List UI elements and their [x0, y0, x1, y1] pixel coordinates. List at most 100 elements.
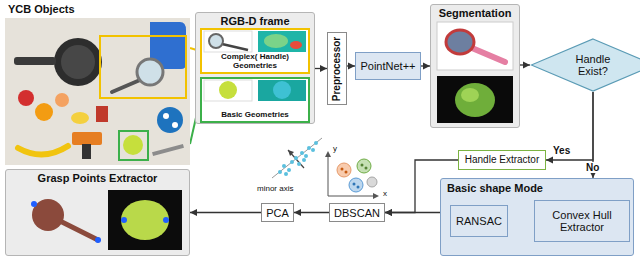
process-box: Preprocessor — [327, 32, 347, 105]
grasp-images — [31, 190, 182, 250]
process-box: DBSCAN — [329, 203, 385, 222]
decision-diamond: Handle Exist? — [530, 38, 640, 92]
photo-panel: YCB Objects — [5, 18, 190, 165]
plot-label-holder: x — [382, 189, 388, 198]
arrow-head — [385, 209, 392, 216]
connector — [294, 209, 329, 216]
pca-scatter-part — [287, 168, 291, 172]
segmentation-images-part — [461, 88, 479, 102]
objects-photo-part — [18, 90, 34, 106]
plot-label-holder: minor axis — [256, 184, 294, 193]
dbscan-scatter-part — [328, 154, 329, 196]
network-box: PointNet++ — [355, 52, 421, 80]
grasp-images-part — [32, 199, 64, 231]
connector — [546, 92, 593, 164]
grasp-images-part — [62, 222, 98, 240]
objects-photo-part — [35, 103, 53, 121]
grasp-images-part — [31, 201, 37, 207]
objects-photo-part — [157, 107, 183, 133]
rgbd-images-part — [222, 44, 248, 50]
objects-photo — [5, 18, 190, 165]
pca-scatter-part — [290, 160, 294, 164]
rgbd-images-part — [204, 80, 252, 101]
pca-scatter-part — [282, 164, 286, 168]
output-panel: Grasp Points Extractor — [5, 169, 190, 256]
plot-label-holder: y — [332, 144, 338, 153]
connector — [421, 63, 430, 70]
node-label: PointNet++ — [360, 60, 415, 72]
process-box: RANSAC — [450, 205, 508, 237]
dbscan-scatter-part — [345, 171, 348, 174]
process-box: Handle Extractor — [458, 150, 546, 170]
edge-label: No — [585, 162, 600, 173]
arrow-head — [423, 63, 430, 70]
dbscan-scatter-part — [337, 163, 351, 177]
rgbd-images-part — [204, 31, 252, 52]
plot-label: x — [382, 189, 388, 198]
grasp-images-part — [95, 237, 101, 243]
pca-scatter-part — [300, 151, 304, 155]
connector — [385, 209, 440, 216]
pca-scatter-part — [278, 170, 282, 174]
node-label: DBSCAN — [334, 207, 380, 219]
objects-photo-part — [71, 112, 89, 124]
objects-photo-part — [123, 135, 143, 155]
diamond-shape — [531, 39, 640, 91]
objects-photo-part — [61, 45, 95, 79]
objects-photo-part — [54, 38, 102, 86]
rgbd-images-part — [258, 31, 306, 52]
result-panel: Segmentation — [430, 4, 520, 128]
connector — [315, 65, 327, 72]
objects-photo-part — [163, 113, 169, 119]
rgbd-images-part — [209, 34, 223, 48]
node-label: Convex Hull Extractor — [535, 209, 629, 233]
objects-photo-part — [100, 36, 186, 98]
dbscan-scatter-part — [328, 196, 376, 197]
panel-heading: Segmentation — [431, 7, 519, 19]
dbscan-scatter-part — [341, 168, 344, 171]
connector-line — [190, 212, 261, 213]
frame-panel: RGB-D frameComplex( Handle) GeometriesBa… — [195, 12, 315, 124]
objects-photo-part — [150, 22, 186, 69]
edge-label-holder: Yes — [552, 145, 571, 156]
pca-scatter-part — [297, 162, 301, 166]
node-label: Basic Geometries — [204, 110, 306, 119]
dbscan-scatter-part — [357, 159, 371, 173]
rgbd-images-part — [264, 34, 288, 48]
node-label: Handle Extractor — [465, 154, 539, 166]
edge-label: Yes — [552, 145, 571, 156]
objects-photo-part — [55, 93, 69, 107]
dbscan-scatter-part — [365, 167, 368, 170]
process-box: Convex Hull Extractor — [534, 200, 630, 242]
node-label: Preprocessor — [331, 36, 343, 100]
rgbd-images-part — [290, 41, 302, 49]
node-label: Complex( Handle) Geometries — [204, 52, 306, 70]
edge-label-holder: No — [585, 162, 600, 173]
pca-scatter-part — [294, 156, 298, 160]
segmentation-images-part — [472, 48, 505, 62]
segmentation-images-part — [455, 83, 495, 117]
arrow-head — [385, 209, 392, 216]
arrow-head — [190, 209, 197, 216]
objects-photo-part — [172, 122, 178, 128]
rgbd-images-part — [273, 81, 291, 99]
geometry-box: Basic Geometries — [200, 77, 310, 123]
connector — [190, 209, 261, 216]
objects-photo-part — [96, 106, 108, 122]
objects-photo-part — [82, 144, 91, 159]
mode-panel: Basic shape ModeRANSACConvex Hull Extrac… — [440, 178, 634, 256]
objects-photo-part — [137, 59, 163, 85]
segmentation-images-part — [437, 76, 513, 123]
plot-label: minor axis — [256, 184, 294, 193]
pca-scatter — [272, 138, 322, 178]
dbscan-scatter-part — [361, 164, 364, 167]
node-label: PCA — [266, 207, 289, 219]
panel-heading: YCB Objects — [5, 3, 190, 15]
connector-line — [546, 92, 593, 160]
dbscan-scatter-part — [367, 177, 377, 187]
rgbd-images-part — [219, 81, 237, 99]
pca-scatter-part — [304, 154, 308, 158]
arrow-head — [523, 62, 530, 69]
